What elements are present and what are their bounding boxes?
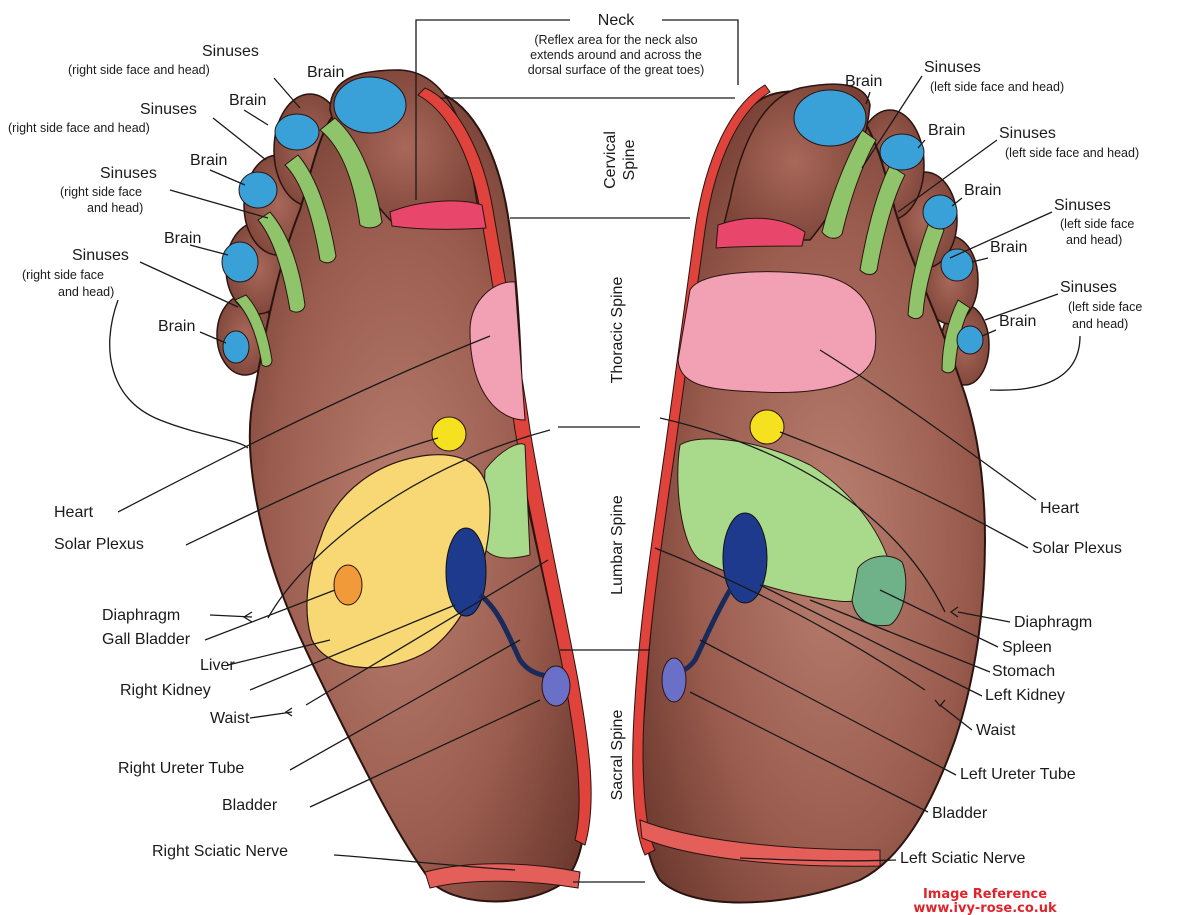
right-kidney-label: Right Kidney	[120, 682, 211, 699]
right-gall-bladder-zone	[334, 565, 362, 605]
right-sinuses-label-4: Sinuses	[72, 247, 129, 264]
right-brain-toe-1	[334, 77, 406, 133]
right-brain-label-1: Brain	[307, 64, 344, 81]
thoracic-spine-label: Thoracic Spine	[609, 277, 626, 384]
right-sinuses-note-4b: and head)	[58, 285, 114, 299]
cervical-spine-label-1: Cervical	[602, 131, 619, 189]
left-kidney-label: Left Kidney	[985, 687, 1065, 704]
left-sciatic-label: Left Sciatic Nerve	[900, 850, 1025, 867]
left-sinuses-label-2: Sinuses	[999, 125, 1056, 142]
right-heart-zone	[432, 417, 466, 451]
right-foot	[217, 70, 591, 901]
right-diaphragm-label: Diaphragm	[102, 607, 180, 624]
left-spleen-zone	[852, 556, 906, 626]
right-brain-toe-5	[223, 331, 249, 363]
left-brain-label-4: Brain	[990, 239, 1027, 256]
left-sinuses-note-4a: (left side face	[1068, 300, 1142, 314]
right-sinuses-label-2: Sinuses	[140, 101, 197, 118]
right-bladder-label: Bladder	[222, 797, 278, 814]
right-brain-toe-3	[239, 172, 277, 208]
right-ureter-label: Right Ureter Tube	[118, 760, 244, 777]
left-bladder-label: Bladder	[932, 805, 988, 822]
left-sinuses-label-3: Sinuses	[1054, 197, 1111, 214]
right-bladder-zone	[542, 666, 570, 706]
neck-note-3: dorsal surface of the great toes)	[528, 63, 704, 77]
left-thoracic-zone	[678, 272, 876, 393]
right-sciatic-label: Right Sciatic Nerve	[152, 843, 288, 860]
right-brain-label-3: Brain	[190, 152, 227, 169]
right-waist-label: Waist	[210, 710, 250, 727]
right-brain-label-2: Brain	[229, 92, 266, 109]
left-bladder-zone	[662, 658, 686, 702]
left-sinuses-note-3a: (left side face	[1060, 217, 1134, 231]
right-sinuses-note-3a: (right side face	[60, 185, 142, 199]
lumbar-spine-label: Lumbar Spine	[609, 495, 626, 595]
right-solar-plexus-label: Solar Plexus	[54, 536, 144, 553]
cervical-spine-label-2: Spine	[621, 139, 638, 180]
left-diaphragm-label: Diaphragm	[1014, 614, 1092, 631]
left-waist-label: Waist	[976, 722, 1016, 739]
image-reference-url: www.ivy-rose.co.uk	[913, 901, 1057, 915]
right-brain-toe-4	[222, 242, 258, 282]
right-sinuses-label-1: Sinuses	[202, 43, 259, 60]
left-solar-plexus-label: Solar Plexus	[1032, 540, 1122, 557]
left-brain-toe-3	[923, 195, 957, 229]
left-stomach-label: Stomach	[992, 663, 1055, 680]
left-kidney-zone	[723, 513, 767, 603]
right-liver-label: Liver	[200, 657, 235, 674]
left-ureter-label: Left Ureter Tube	[960, 766, 1076, 783]
left-brain-label-5: Brain	[999, 313, 1036, 330]
left-brain-toe-2	[880, 134, 924, 170]
right-heart-label: Heart	[54, 504, 94, 521]
right-sinuses-note-2: (right side face and head)	[8, 121, 150, 135]
left-heart-label: Heart	[1040, 500, 1080, 517]
left-sinuses-label-4: Sinuses	[1060, 279, 1117, 296]
left-brain-label-1: Brain	[845, 73, 882, 90]
sacral-spine-label: Sacral Spine	[609, 710, 626, 801]
neck-note-2: extends around and across the	[530, 48, 702, 62]
left-sinuses-label-1: Sinuses	[924, 59, 981, 76]
right-sinuses-note-4a: (right side face	[22, 268, 104, 282]
left-sinuses-note-4b: and head)	[1072, 317, 1128, 331]
left-brain-toe-5	[957, 326, 983, 354]
left-foot	[633, 84, 989, 902]
right-brain-toe-2	[275, 114, 319, 150]
left-brain-toe-1	[794, 90, 866, 146]
left-sinuses-note-3b: and head)	[1066, 233, 1122, 247]
right-sinuses-note-3b: and head)	[87, 201, 143, 215]
left-brain-label-3: Brain	[964, 182, 1001, 199]
right-gall-bladder-label: Gall Bladder	[102, 631, 191, 648]
right-sinuses-note-1: (right side face and head)	[68, 63, 210, 77]
left-brain-toe-4	[941, 249, 973, 281]
left-spleen-label: Spleen	[1002, 639, 1052, 656]
right-kidney-zone	[446, 528, 486, 616]
left-sinuses-note-2: (left side face and head)	[1005, 146, 1139, 160]
left-brain-label-2: Brain	[928, 122, 965, 139]
right-sinuses-label-3: Sinuses	[100, 165, 157, 182]
right-brain-label-4: Brain	[164, 230, 201, 247]
neck-label: Neck	[598, 12, 635, 29]
image-reference-label: Image Reference	[923, 887, 1047, 902]
left-sinuses-note-1: (left side face and head)	[930, 80, 1064, 94]
neck-note-1: (Reflex area for the neck also	[534, 33, 697, 47]
right-brain-label-5: Brain	[158, 318, 195, 335]
left-heart-zone	[750, 410, 784, 444]
